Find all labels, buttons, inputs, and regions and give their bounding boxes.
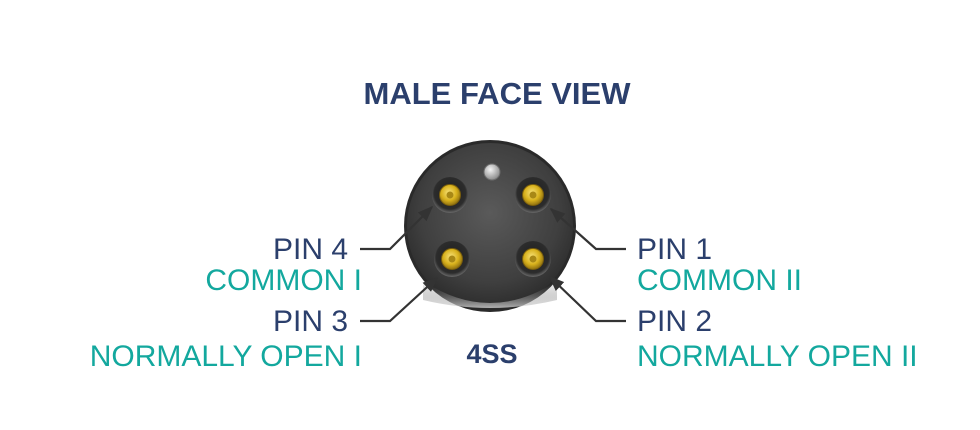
diagram-title: MALE FACE VIEW [364,76,632,111]
pin-2-leader [548,275,626,323]
pin-3-contact [434,241,470,277]
pin-3-leader [360,276,439,323]
pin-3-function: NORMALLY OPEN I [90,340,362,373]
pin-4-function: COMMON I [205,264,362,297]
pin-4-contact [432,177,468,213]
pin-4-leader [360,205,434,251]
pin-3-label: PIN 3 [273,305,348,338]
key-indicator [483,163,501,181]
pin-1-function: COMMON II [637,264,802,297]
pin-2-function: NORMALLY OPEN II [637,340,918,373]
pin-1-label: PIN 1 [637,233,712,266]
pin-1-leader [549,207,626,251]
model-label: 4SS [466,339,517,369]
pin-1-contact [515,177,551,213]
pin-2-label: PIN 2 [637,305,712,338]
pin-4-label: PIN 4 [273,233,348,266]
pin-2-contact [515,241,551,277]
connector-face [404,140,576,312]
